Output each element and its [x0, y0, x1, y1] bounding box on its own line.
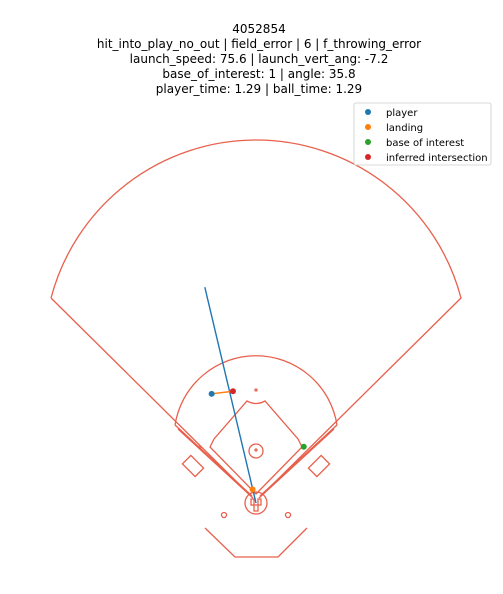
third-base-marker: [198, 445, 202, 449]
left-dugout-box: [181, 454, 205, 478]
on-deck-circle-right: [284, 511, 292, 519]
on-deck-circle-left: [220, 511, 228, 519]
legend-label-inferred-intersection: inferred intersection: [386, 153, 488, 164]
legend-marker-inferred-intersection: [365, 154, 371, 160]
batters-box-right: [257, 498, 262, 506]
point-inferred-intersection: [229, 388, 236, 395]
legend-marker-player: [365, 109, 371, 115]
legend: player landing base of interest inferred…: [353, 102, 492, 166]
baseball-field: [50, 139, 462, 558]
legend-label-player: player: [386, 108, 418, 119]
backstop: [204, 527, 308, 558]
right-dugout-box: [307, 454, 331, 478]
title-line-1: 4052854: [232, 22, 285, 36]
title-line-3: launch_speed: 75.6 | launch_vert_ang: -7…: [130, 52, 389, 66]
infield-right-line-2: [258, 428, 335, 499]
chart-title: 4052854 hit_into_play_no_out | field_err…: [97, 22, 421, 96]
legend-frame: [353, 102, 492, 166]
infield-right-line: [259, 424, 338, 497]
title-line-5: player_time: 1.29 | ball_time: 1.29: [156, 82, 362, 96]
second-base-marker: [254, 388, 258, 392]
legend-label-base-of-interest: base of interest: [386, 138, 464, 149]
outfield-boundary: [50, 139, 462, 496]
infield-diamond: [209, 400, 303, 495]
title-line-2: hit_into_play_no_out | field_error | 6 |…: [97, 37, 421, 51]
chart-marks: [204, 287, 307, 504]
legend-label-landing: landing: [386, 123, 423, 134]
legend-marker-base-of-interest: [365, 139, 371, 145]
title-line-4: base_of_interest: 1 | angle: 35.8: [162, 67, 355, 81]
infield-arc: [174, 355, 338, 426]
point-player: [208, 390, 215, 397]
player-path-line: [211, 390, 234, 395]
home-plate: [253, 504, 259, 512]
legend-marker-landing: [365, 124, 371, 130]
point-base-of-interest: [300, 443, 307, 450]
ball-path-line: [204, 287, 257, 504]
batters-box-left: [250, 498, 255, 506]
infield-left-line: [174, 424, 253, 497]
point-landing: [249, 486, 256, 493]
pitchers-mound: [248, 443, 264, 459]
infield-left-line-2: [177, 428, 254, 499]
pitchers-rubber: [254, 448, 258, 452]
home-plate-circle: [244, 491, 268, 515]
